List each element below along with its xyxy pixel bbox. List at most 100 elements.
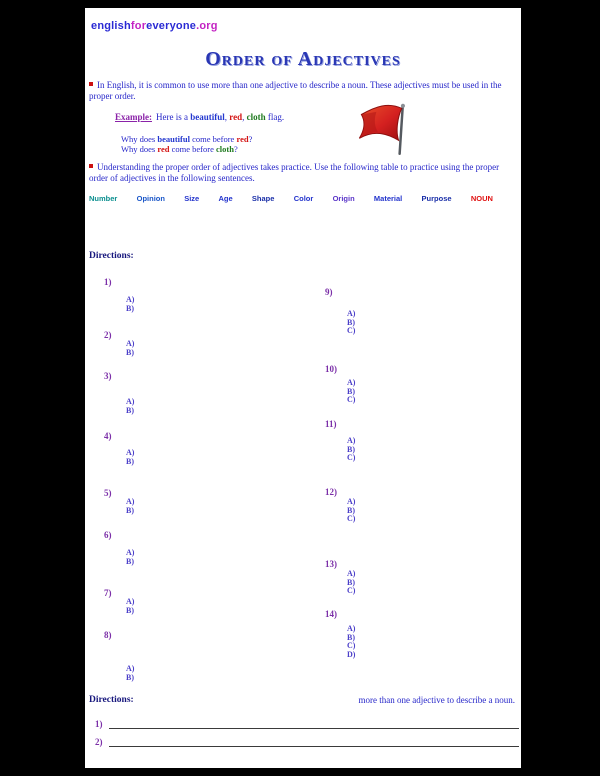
- write-line-number: 2): [95, 737, 103, 747]
- options: A) B): [126, 448, 135, 466]
- option-label: C): [347, 641, 356, 650]
- why2-p2: come before: [169, 144, 216, 154]
- option-label: B): [126, 505, 134, 515]
- option-label: C): [347, 453, 356, 462]
- worksheet-page: englishforeveryone.org Order of Adjectiv…: [85, 8, 521, 768]
- options: A) B): [126, 397, 135, 415]
- question-3: 3) A) B): [104, 372, 134, 415]
- option-label: A): [126, 397, 135, 406]
- answer-blank-line: [108, 718, 519, 729]
- option-label: B): [126, 605, 134, 615]
- option-label: A): [347, 436, 356, 445]
- example-adj-material: cloth: [246, 112, 266, 122]
- option-label: B): [126, 556, 134, 566]
- option-label: A): [347, 624, 356, 633]
- option-label: C): [347, 514, 356, 523]
- question-number: 8): [104, 630, 112, 640]
- example-sep2: ,: [242, 112, 247, 122]
- example-adj-color: red: [229, 112, 243, 122]
- options: A) B) C): [347, 378, 356, 405]
- option-label: B): [126, 347, 134, 357]
- why-line-1: Why does beautiful come before red?: [121, 134, 252, 144]
- option-label: B): [126, 456, 134, 466]
- options: A) B): [126, 295, 134, 313]
- page-title: Order of Adjectives: [205, 48, 401, 70]
- question-number: 4): [104, 431, 112, 441]
- site-logo: englishforeveryone.org: [91, 20, 218, 32]
- option-label: A): [347, 309, 356, 318]
- example-line: Example:Here is a beautiful, red, cloth …: [115, 112, 284, 122]
- answer-blank-line: [108, 736, 519, 747]
- options: A) B): [126, 339, 134, 357]
- why1-word2: red: [236, 134, 249, 144]
- adjective-order-table-header: Number Opinion Size Age Shape Color Orig…: [89, 194, 493, 203]
- option-label: C): [347, 586, 356, 595]
- logo-part-everyone: everyone: [146, 20, 197, 32]
- option-label: A): [126, 448, 135, 457]
- question-number: 12): [325, 487, 337, 497]
- why1-p3: ?: [248, 134, 253, 144]
- table-header-size: Size: [184, 194, 200, 203]
- options: A) B) C): [347, 309, 356, 336]
- question-13: 13) A) B) C): [325, 560, 355, 596]
- question-number: 14): [325, 609, 337, 619]
- question-number: 13): [325, 559, 337, 569]
- options: A) B) C) D): [347, 624, 356, 659]
- write-line-1: 1): [95, 718, 519, 729]
- bullet-square-icon: [89, 164, 93, 168]
- option-label: B): [347, 505, 355, 515]
- question-10: 10) A) B) C): [325, 365, 355, 405]
- question-number: 3): [104, 371, 112, 381]
- option-label: C): [347, 326, 356, 335]
- question-number: 11): [325, 419, 337, 429]
- logo-part-english: english: [91, 20, 131, 32]
- question-6: 6) A) B): [104, 531, 134, 566]
- option-label: B): [347, 577, 355, 587]
- question-number: 6): [104, 530, 112, 540]
- why1-p2: come before: [189, 134, 237, 144]
- question-2: 2) A) B): [104, 331, 134, 357]
- question-5: 5) A) B): [104, 489, 134, 515]
- why1-word1: beautiful: [157, 134, 190, 144]
- question-1: 1) A) B): [104, 278, 134, 313]
- option-label: B): [347, 386, 355, 396]
- why2-p1: Why does: [121, 144, 158, 154]
- table-header-material: Material: [373, 194, 403, 203]
- option-label: B): [347, 317, 355, 327]
- logo-part-for: for: [130, 20, 147, 32]
- directions-heading-2: Directions:: [89, 695, 134, 705]
- write-line-2: 2): [95, 736, 519, 747]
- options: A) B) C): [347, 436, 356, 463]
- option-label: C): [347, 395, 356, 404]
- bottom-directions-fragment: more than one adjective to describe a no…: [358, 695, 515, 705]
- intro-paragraph-2: Understanding the proper order of adject…: [89, 162, 517, 183]
- option-label: A): [347, 569, 356, 578]
- option-label: A): [126, 597, 135, 606]
- options: A) B): [126, 497, 135, 515]
- options: A) B) C): [347, 569, 356, 596]
- bullet-square-icon: [89, 82, 93, 86]
- directions-heading: Directions:: [89, 251, 134, 261]
- flag-icon: [349, 102, 411, 158]
- question-7: 7) A) B): [104, 589, 134, 615]
- intro-text-2: Understanding the proper order of adject…: [89, 162, 500, 183]
- question-8: 8) A) B): [104, 631, 134, 682]
- write-line-number: 1): [95, 719, 103, 729]
- option-label: A): [126, 497, 135, 506]
- question-number: 10): [325, 364, 337, 374]
- table-header-origin: Origin: [332, 194, 355, 203]
- table-header-age: Age: [218, 194, 233, 203]
- options: A) B) C): [347, 497, 356, 524]
- question-number: 5): [104, 488, 112, 498]
- example-label: Example:: [115, 112, 152, 122]
- question-12: 12) A) B) C): [325, 488, 355, 524]
- example-sep1: ,: [224, 112, 230, 122]
- option-label: B): [126, 672, 134, 682]
- example-post: flag.: [265, 112, 285, 122]
- why-line-2: Why does red come before cloth?: [121, 144, 238, 154]
- table-header-opinion: Opinion: [136, 194, 165, 203]
- option-label: A): [347, 497, 356, 506]
- question-11: 11) A) B) C): [325, 420, 355, 463]
- intro-text-1: In English, it is common to use more tha…: [89, 80, 502, 101]
